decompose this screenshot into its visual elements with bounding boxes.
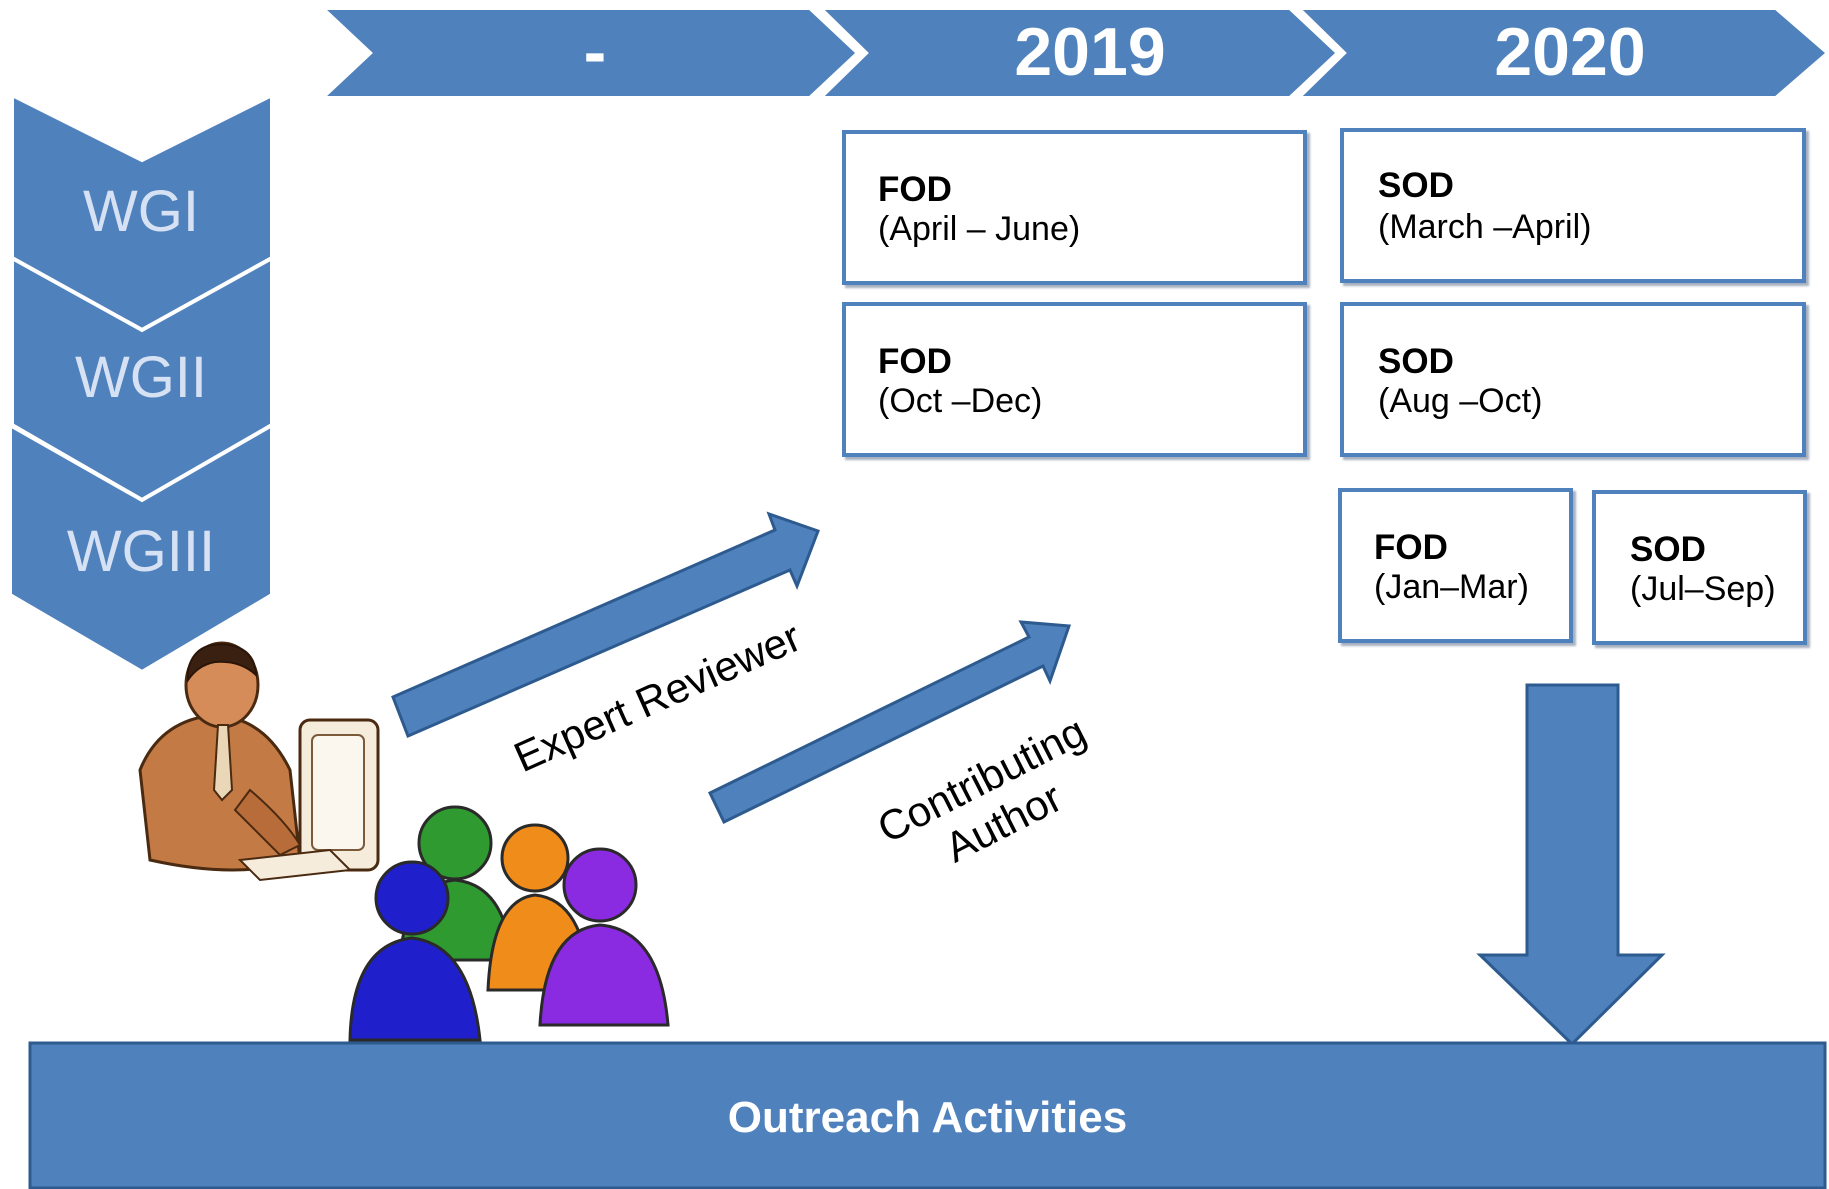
down-arrow	[1476, 683, 1666, 1047]
timeline-chevron-1	[316, 6, 861, 100]
timeline-chevron-3	[1293, 6, 1829, 100]
outreach-activities-label: Outreach Activities	[727, 1093, 1128, 1142]
draft-period: (Jan–Mar)	[1374, 568, 1529, 606]
draft-type: FOD	[878, 342, 952, 381]
timeline-phase-label: -	[583, 14, 607, 90]
timeline-phase-label: 2019	[1014, 14, 1166, 90]
people-group-icon	[348, 805, 670, 1042]
draft-period: (March –April)	[1378, 208, 1592, 246]
outreach-bar	[28, 1041, 1827, 1189]
draft-box-wg1-2020: SOD (March –April)	[1340, 128, 1806, 283]
draft-period: (Aug –Oct)	[1378, 382, 1543, 420]
draft-box-wg3-2020-sod: SOD (Jul–Sep)	[1592, 490, 1807, 645]
draft-box-wg2-2019: FOD (Oct –Dec)	[842, 302, 1307, 457]
draft-period: (Oct –Dec)	[878, 382, 1043, 420]
draft-type: SOD	[1378, 166, 1454, 205]
draft-type: SOD	[1378, 342, 1454, 381]
working-group-label: WGI	[83, 179, 199, 244]
draft-box-wg1-2019: FOD (April – June)	[842, 130, 1307, 285]
draft-period: (Jul–Sep)	[1630, 570, 1776, 608]
timeline-phase-label: 2020	[1494, 14, 1646, 90]
draft-box-wg2-2020: SOD (Aug –Oct)	[1340, 302, 1806, 457]
working-group-label: WGII	[74, 345, 208, 410]
wg-chevron-3	[8, 421, 274, 675]
working-group-label: WGIII	[66, 519, 216, 584]
contributing-author-arrow	[708, 620, 1072, 825]
draft-period: (April – June)	[878, 210, 1081, 248]
draft-type: SOD	[1630, 530, 1706, 569]
draft-type: FOD	[878, 170, 952, 209]
draft-box-wg3-2020-fod: FOD (Jan–Mar)	[1338, 488, 1573, 643]
expert-reviewer-arrow	[391, 511, 820, 738]
timeline-chevron-2	[815, 6, 1341, 100]
person-at-computer-icon	[138, 641, 380, 882]
draft-type: FOD	[1374, 528, 1448, 567]
